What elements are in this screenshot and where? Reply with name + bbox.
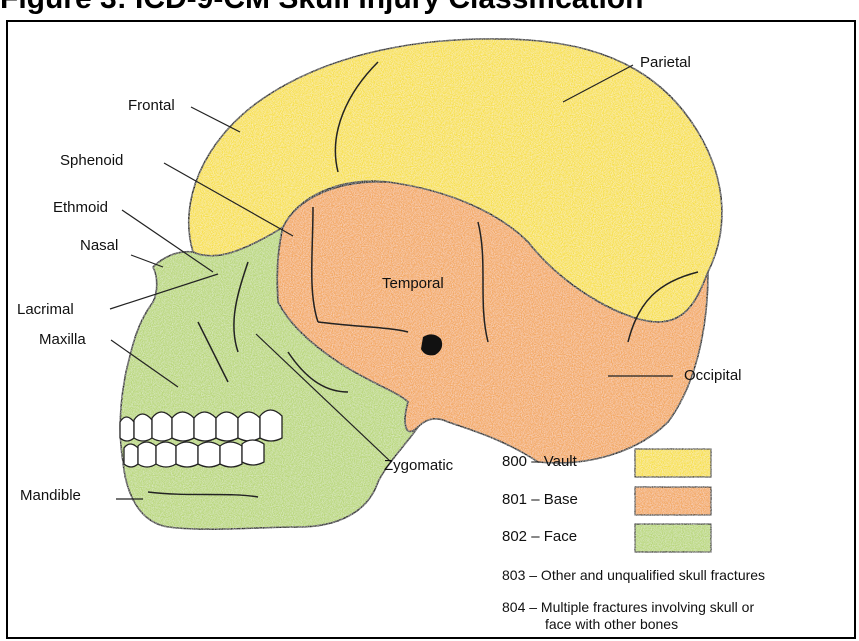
label-ethmoid: Ethmoid (53, 199, 108, 216)
legend-swatch-base (635, 487, 711, 515)
label-frontal: Frontal (128, 97, 175, 114)
label-zygomatic: Zygomatic (384, 457, 454, 474)
legend: 800 – Vault 801 – Base 802 – Face 803 – … (502, 449, 765, 632)
legend-swatch-vault (635, 449, 711, 477)
label-maxilla: Maxilla (39, 331, 86, 348)
note-803: 803 – Other and unqualified skull fractu… (502, 567, 765, 583)
note-804-line2: face with other bones (545, 616, 678, 632)
legend-swatch-face (635, 524, 711, 552)
legend-label-face: 802 – Face (502, 528, 577, 545)
diagram-frame: Frontal Parietal Sphenoid Ethmoid Nasal … (6, 20, 856, 639)
teeth (120, 410, 282, 467)
legend-label-base: 801 – Base (502, 491, 578, 508)
label-temporal: Temporal (382, 275, 444, 292)
label-nasal: Nasal (80, 237, 118, 254)
label-sphenoid: Sphenoid (60, 152, 123, 169)
page-title: Figure 3: ICD-9-CM Skull Injury Classifi… (0, 0, 859, 14)
skull-diagram: Frontal Parietal Sphenoid Ethmoid Nasal … (8, 22, 856, 639)
note-804-line1: 804 – Multiple fractures involving skull… (502, 599, 754, 615)
label-occipital: Occipital (684, 367, 742, 384)
label-mandible: Mandible (20, 487, 81, 504)
legend-label-vault: 800 – Vault (502, 453, 578, 470)
label-lacrimal: Lacrimal (17, 301, 74, 318)
label-parietal: Parietal (640, 54, 691, 71)
